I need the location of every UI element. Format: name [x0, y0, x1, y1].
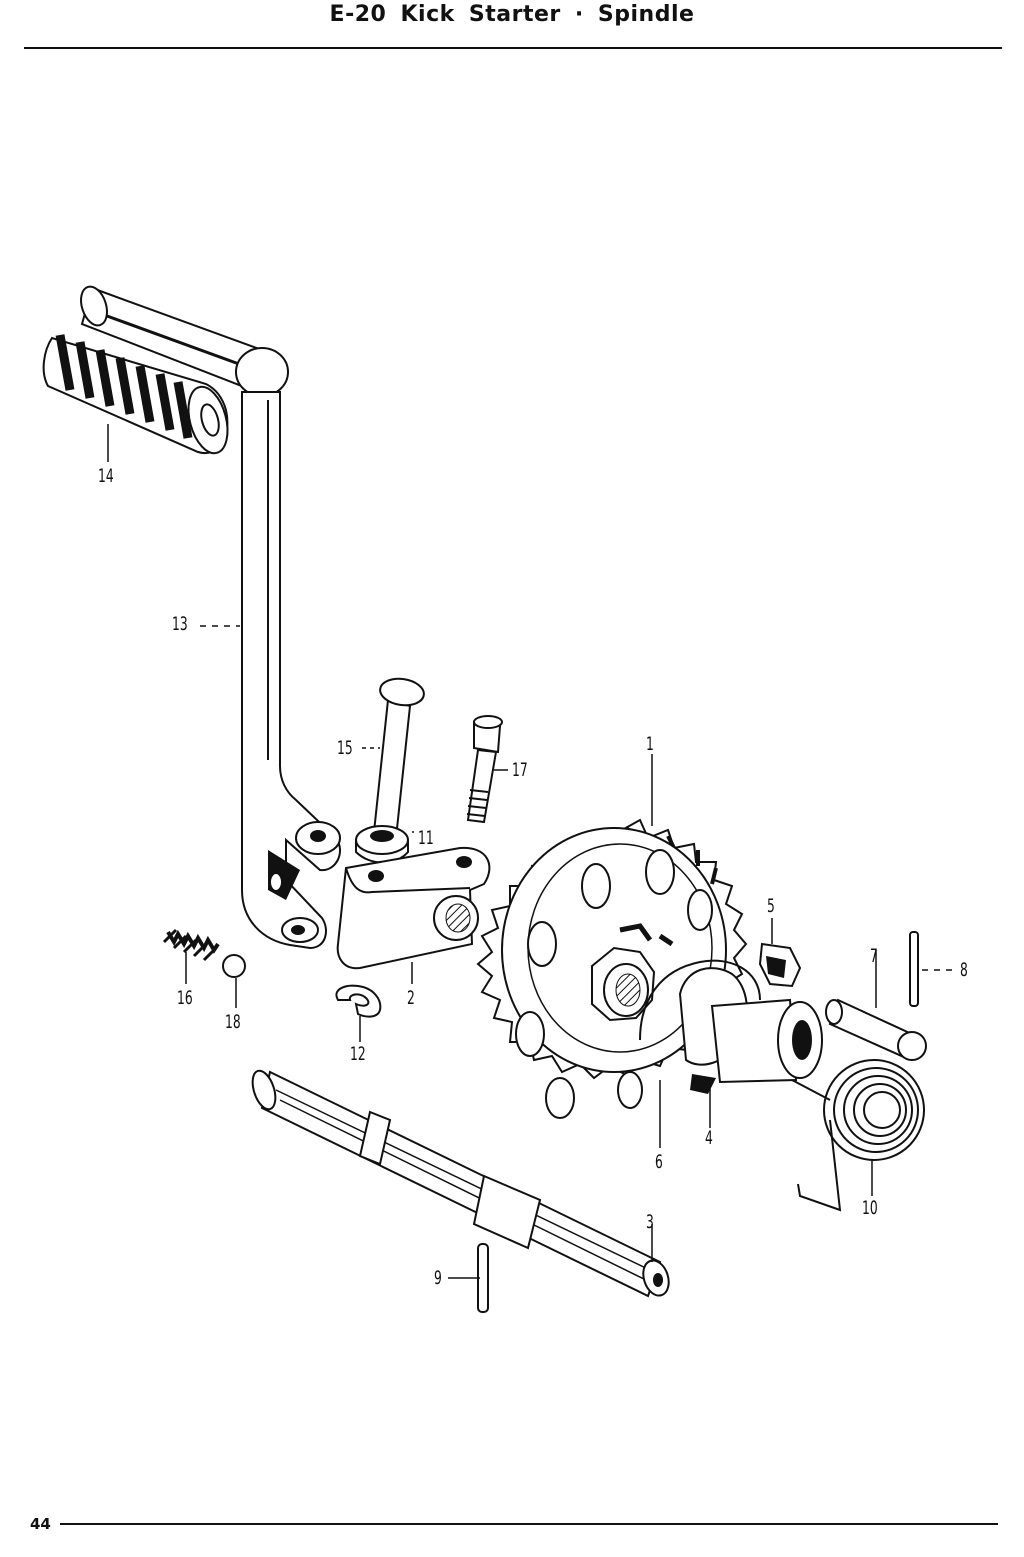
part-7-collar [825, 998, 927, 1061]
part-6-set-spring [639, 959, 761, 1041]
callout-9: 9 [434, 1267, 442, 1289]
callout-1: 1 [646, 733, 654, 755]
part-12-circlip [335, 984, 382, 1018]
callout-6: 6 [655, 1151, 663, 1173]
part-15-arm-pin [372, 677, 425, 840]
part-5-ratchet-guide [758, 942, 802, 988]
part-13-kick-arm [80, 285, 341, 950]
callout-16: 16 [177, 987, 193, 1009]
part-17-bolt [466, 715, 503, 824]
part-18-ball [222, 954, 246, 978]
callout-2: 2 [407, 987, 415, 1009]
callout-18: 18 [225, 1011, 241, 1033]
callout-17: 17 [512, 759, 528, 781]
callout-15: 15 [337, 737, 353, 759]
callout-10: 10 [862, 1197, 878, 1219]
part-8-pin [909, 931, 919, 1007]
part-2-arm-block [336, 846, 491, 970]
callout-8: 8 [960, 959, 968, 981]
part-10-return-spring [791, 1059, 925, 1212]
footer-rule [60, 1523, 998, 1525]
callout-14: 14 [98, 465, 114, 487]
part-1-starter-gear [476, 818, 748, 1119]
title-rule [24, 47, 1002, 49]
callout-12: 12 [350, 1043, 366, 1065]
page-title: E-20 Kick Starter · Spindle [329, 2, 695, 27]
callout-3: 3 [646, 1211, 654, 1233]
part-16-spring [162, 928, 220, 962]
page-number: 44 [30, 1515, 51, 1533]
callout-13: 13 [172, 613, 188, 635]
callout-11: 11 [418, 827, 434, 849]
part-4-ratchet [678, 967, 823, 1094]
part-14-kick-rubber [42, 334, 229, 455]
callout-4: 4 [705, 1127, 713, 1149]
leader-lines [107, 424, 956, 1279]
part-3-spindle [251, 1069, 670, 1298]
callout-5: 5 [767, 895, 775, 917]
callout-7: 7 [870, 945, 878, 967]
part-11-washer [355, 825, 409, 864]
